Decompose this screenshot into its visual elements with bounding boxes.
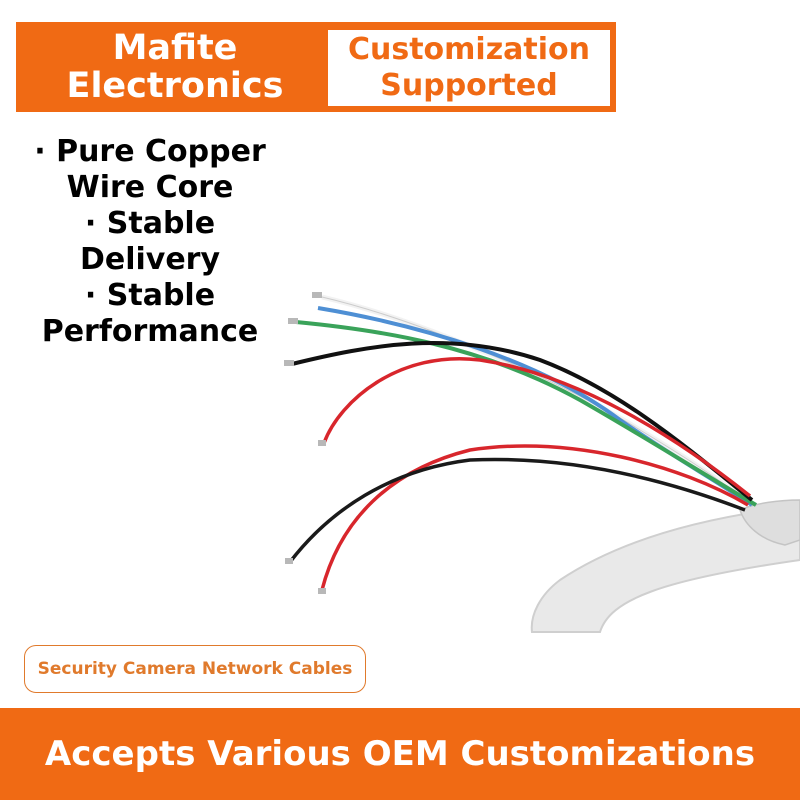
customization-line-2: Supported xyxy=(380,68,558,103)
terminal-6 xyxy=(318,588,326,594)
feature-line-4: Delivery xyxy=(79,242,221,277)
cable-jacket-end xyxy=(739,499,800,546)
wire-red-lower xyxy=(320,444,749,591)
brand-line-1: Mafite xyxy=(112,28,238,68)
feature-line-1: · Pure Copper xyxy=(34,134,266,169)
customization-badge: Customization Supported xyxy=(328,30,610,106)
feature-line-6: Performance xyxy=(41,314,259,349)
footer-slogan: Accepts Various OEM Customizations xyxy=(0,708,800,800)
header-banner: Mafite Electronics Customization Support… xyxy=(16,22,616,112)
brand-name: Mafite Electronics xyxy=(16,22,334,112)
wire-red-upper xyxy=(322,357,752,498)
cable-jacket xyxy=(530,503,800,633)
wire-green xyxy=(295,320,758,507)
brand-line-2: Electronics xyxy=(66,66,284,106)
product-category-tag: Security Camera Network Cables xyxy=(24,645,366,693)
wire-black-lower xyxy=(288,457,746,564)
terminal-5 xyxy=(285,558,293,564)
wire-white-edge xyxy=(321,296,749,503)
feature-line-3: · Stable xyxy=(84,206,216,241)
wire-white xyxy=(321,294,750,504)
cable-photo xyxy=(284,292,800,633)
terminal-4 xyxy=(318,440,326,446)
feature-line-2: Wire Core xyxy=(66,170,234,205)
terminal-2 xyxy=(288,318,298,324)
terminal-3 xyxy=(284,360,294,366)
terminal-1 xyxy=(312,292,322,298)
feature-list: · Pure Copper Wire Core · Stable Deliver… xyxy=(10,134,290,350)
feature-line-5: · Stable xyxy=(84,278,216,313)
customization-line-1: Customization xyxy=(347,32,591,67)
